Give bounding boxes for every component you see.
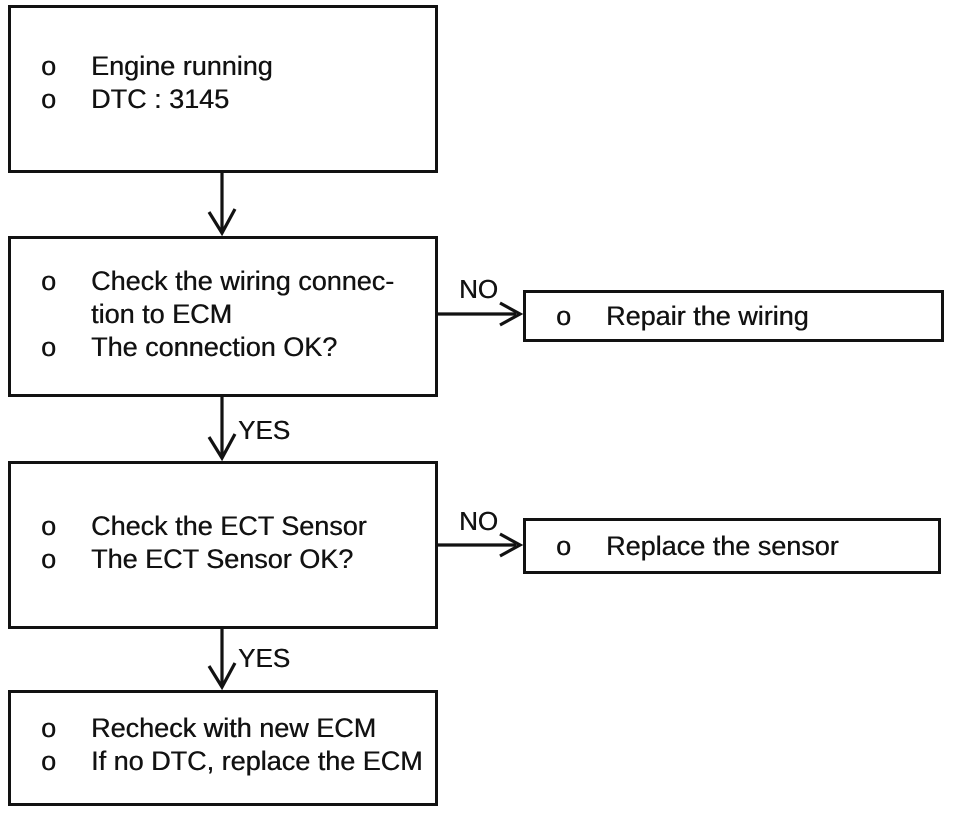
recheck-ecm-box: o Recheck with new ECM o If no DTC, repl… [8, 690, 438, 806]
item-text: Engine running [91, 51, 273, 81]
repair-wiring-box: o Repair the wiring [523, 290, 944, 342]
item-text: Check the wiring connec- tion to ECM [91, 266, 395, 329]
list-item: o Engine running [11, 50, 435, 83]
list-item: o DTC : 3145 [11, 83, 435, 116]
item-text: Replace the sensor [606, 530, 839, 561]
bullet: o [41, 266, 57, 296]
list-item: o Replace the sensor [526, 530, 938, 563]
bullet: o [41, 84, 57, 114]
item-text: The connection OK? [91, 332, 338, 362]
bullet: o [556, 530, 572, 561]
check-sensor-box: o Check the ECT Sensor o The ECT Sensor … [8, 461, 438, 629]
bullet: o [41, 332, 57, 362]
bullet: o [41, 511, 57, 541]
no-label-wiring: NO [459, 274, 498, 304]
yes-label-sensor: YES [238, 643, 291, 673]
start-box: o Engine running o DTC : 3145 [8, 5, 438, 173]
no-label-sensor: NO [459, 506, 498, 536]
list-item: o The connection OK? [11, 331, 435, 364]
replace-sensor-box: o Replace the sensor [523, 518, 941, 574]
bullet: o [41, 51, 57, 81]
arrow-yes-wiring [207, 397, 237, 462]
arrow-start-to-wiring [207, 173, 237, 237]
list-item: o Recheck with new ECM [11, 712, 435, 745]
list-item: o Check the ECT Sensor [11, 510, 435, 543]
list-item: o If no DTC, replace the ECM [11, 745, 435, 778]
bullet: o [41, 746, 57, 776]
bullet: o [556, 300, 572, 331]
arrow-no-sensor [438, 532, 524, 558]
item-text: DTC : 3145 [91, 84, 230, 114]
item-text: Check the ECT Sensor [91, 511, 367, 541]
item-text: The ECT Sensor OK? [91, 544, 354, 574]
list-item: o The ECT Sensor OK? [11, 543, 435, 576]
item-text: If no DTC, replace the ECM [91, 746, 423, 776]
check-wiring-box: o Check the wiring connec- tion to ECM o… [8, 236, 438, 397]
list-item: o Repair the wiring [526, 300, 941, 333]
arrow-no-wiring [438, 301, 524, 327]
item-text: Repair the wiring [606, 300, 809, 331]
arrow-yes-sensor [207, 629, 237, 691]
list-item: o Check the wiring connec- tion to ECM [11, 265, 435, 331]
bullet: o [41, 544, 57, 574]
yes-label-wiring: YES [238, 415, 291, 445]
bullet: o [41, 713, 57, 743]
item-text: Recheck with new ECM [91, 713, 377, 743]
